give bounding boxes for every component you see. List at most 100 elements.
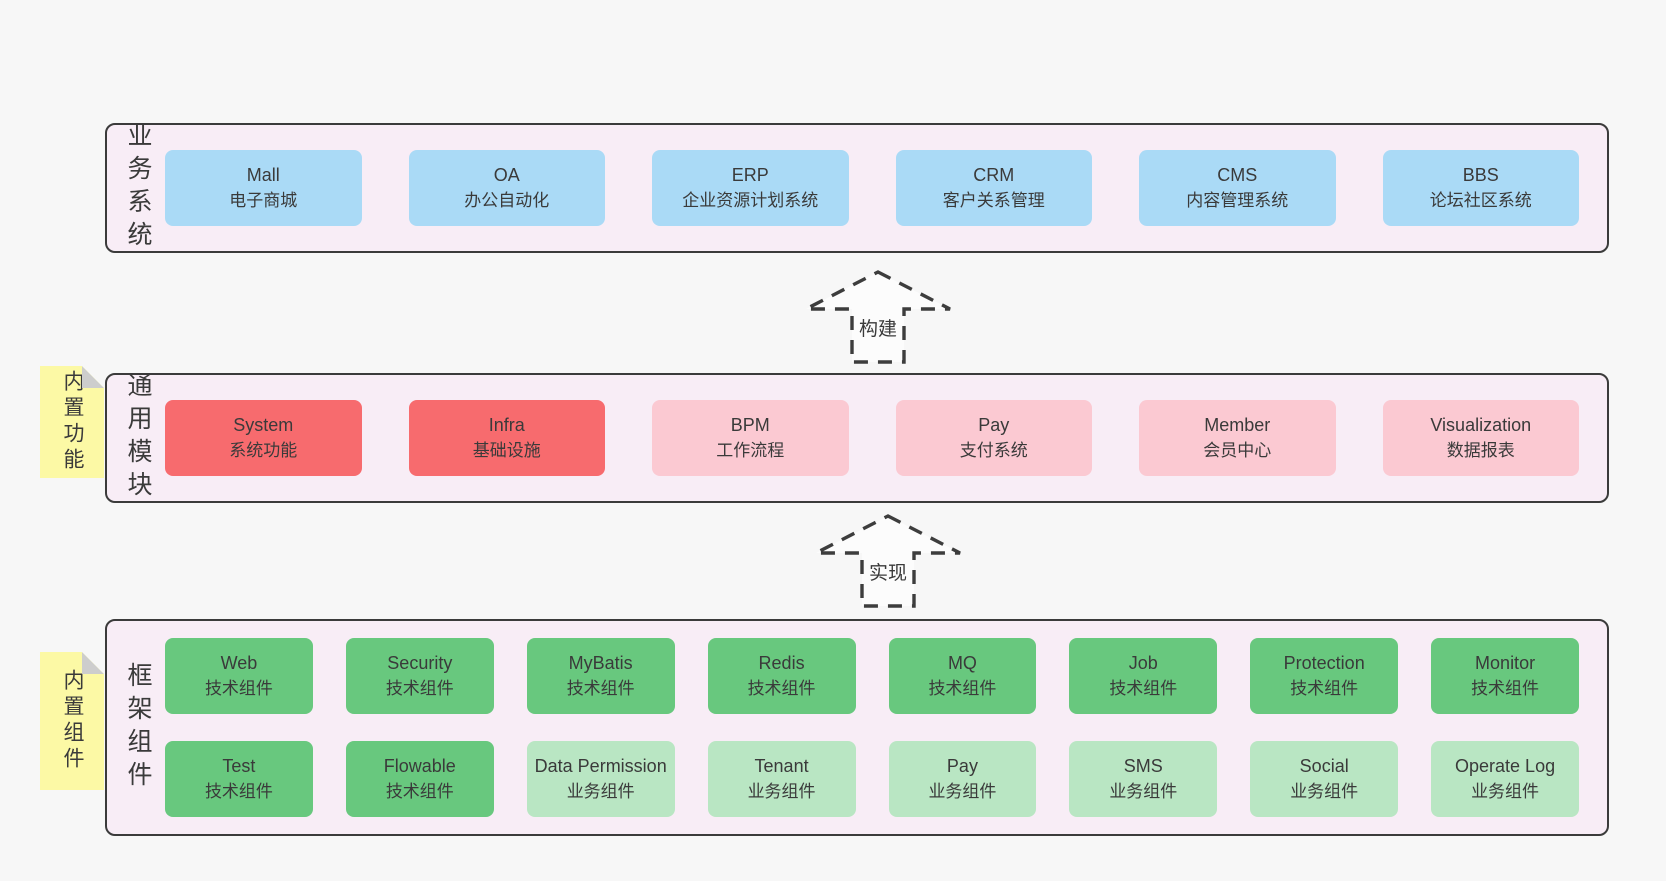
module-name-en: Social bbox=[1299, 756, 1349, 777]
note-fold-icon bbox=[82, 652, 104, 674]
module-name-en: MyBatis bbox=[568, 653, 633, 674]
module-box-mybatis: MyBatis 技术组件 bbox=[526, 638, 675, 714]
module-name-en: Operate Log bbox=[1455, 756, 1556, 777]
module-name-zh: 业务组件 bbox=[747, 781, 816, 801]
module-box-oa: OA 办公自动化 bbox=[408, 150, 605, 226]
module-name-en: Security bbox=[387, 653, 453, 674]
module-name-zh: 技术组件 bbox=[1471, 678, 1540, 698]
module-box-web: Web 技术组件 bbox=[165, 638, 313, 714]
note-fold-icon bbox=[82, 366, 104, 388]
implement-arrow: 实现 bbox=[813, 513, 963, 609]
module-name-en: OA bbox=[493, 165, 520, 186]
module-name-en: BBS bbox=[1462, 165, 1499, 186]
module-box-job: Job 技术组件 bbox=[1069, 638, 1218, 714]
module-box-operate-log: Operate Log 业务组件 bbox=[1431, 741, 1579, 817]
panel-framework-components: 框架组件 Web 技术组件 Security 技术组件 MyBatis 技术组件 Redis… bbox=[105, 619, 1609, 836]
module-name-zh: 技术组件 bbox=[204, 678, 273, 698]
module-box-infra: Infra 基础设施 bbox=[408, 400, 605, 476]
module-box-test: Test 技术组件 bbox=[165, 741, 313, 817]
module-name-en: CRM bbox=[973, 165, 1015, 186]
panel-common-modules-label: 通用模块 bbox=[124, 372, 152, 504]
module-name-zh: 技术组件 bbox=[385, 678, 454, 698]
module-name-zh: 业务组件 bbox=[1471, 781, 1540, 801]
module-name-en: Redis bbox=[758, 653, 805, 674]
module-name-en: Member bbox=[1204, 415, 1271, 436]
module-box-mall: Mall 电子商城 bbox=[165, 150, 362, 226]
module-name-zh: 基础设施 bbox=[472, 440, 541, 460]
module-name-zh: 电子商城 bbox=[229, 190, 298, 210]
module-box-crm: CRM 客户关系管理 bbox=[895, 150, 1092, 226]
module-box-mq: MQ 技术组件 bbox=[888, 638, 1037, 714]
module-name-en: Test bbox=[222, 756, 256, 777]
module-name-en: MQ bbox=[947, 653, 977, 674]
sticky-note-built-in-components: 内置组件 bbox=[40, 652, 104, 790]
module-name-en: Pay bbox=[946, 756, 978, 777]
module-name-zh: 论坛社区系统 bbox=[1429, 190, 1532, 210]
module-name-zh: 技术组件 bbox=[928, 678, 997, 698]
module-box-member: Member 会员中心 bbox=[1139, 400, 1336, 476]
module-name-en: SMS bbox=[1123, 756, 1163, 777]
module-name-zh: 系统功能 bbox=[229, 440, 298, 460]
sticky-note-built-in-features-text: 内置功能 bbox=[61, 370, 84, 474]
module-name-zh: 技术组件 bbox=[566, 678, 635, 698]
module-name-en: Infra bbox=[488, 415, 525, 436]
module-name-zh: 业务组件 bbox=[928, 781, 997, 801]
module-name-zh: 办公自动化 bbox=[464, 190, 550, 210]
business-systems-rows: Mall 电子商城 OA 办公自动化 ERP 企业资源计划系统 CRM 客户关系管理 CMS 内容… bbox=[165, 125, 1579, 251]
module-name-zh: 内容管理系统 bbox=[1186, 190, 1289, 210]
dashed-up-arrow-icon bbox=[805, 270, 951, 364]
module-box-bbs: BBS 论坛社区系统 bbox=[1382, 150, 1579, 226]
module-name-en: ERP bbox=[731, 165, 769, 186]
module-name-en: CMS bbox=[1217, 165, 1258, 186]
module-name-en: Flowable bbox=[383, 756, 456, 777]
module-name-zh: 技术组件 bbox=[204, 781, 273, 801]
module-box-pay: Pay 业务组件 bbox=[888, 741, 1037, 817]
panel-framework-components-label: 框架组件 bbox=[124, 661, 152, 794]
dashed-up-arrow-icon bbox=[815, 514, 961, 608]
module-name-en: System bbox=[233, 415, 294, 436]
build-arrow: 构建 bbox=[803, 269, 953, 365]
module-name-en: Tenant bbox=[754, 756, 809, 777]
module-name-zh: 工作流程 bbox=[716, 440, 785, 460]
business-systems-row: Mall 电子商城 OA 办公自动化 ERP 企业资源计划系统 CRM 客户关系管理 CMS 内容… bbox=[165, 150, 1579, 226]
module-name-zh: 技术组件 bbox=[1290, 678, 1359, 698]
module-name-zh: 业务组件 bbox=[566, 781, 635, 801]
sticky-note-built-in-features: 内置功能 bbox=[40, 366, 104, 478]
module-name-zh: 技术组件 bbox=[1109, 678, 1178, 698]
module-box-cms: CMS 内容管理系统 bbox=[1139, 150, 1336, 226]
module-name-en: Visualization bbox=[1430, 415, 1532, 436]
build-arrow-label: 构建 bbox=[858, 319, 897, 340]
module-name-zh: 技术组件 bbox=[385, 781, 454, 801]
module-box-data-permission: Data Permission 业务组件 bbox=[526, 741, 675, 817]
module-name-en: Web bbox=[220, 653, 258, 674]
module-name-en: Mall bbox=[246, 165, 280, 186]
module-name-zh: 会员中心 bbox=[1203, 440, 1272, 460]
module-box-protection: Protection 技术组件 bbox=[1250, 638, 1399, 714]
module-name-en: Protection bbox=[1283, 653, 1365, 674]
module-box-flowable: Flowable 技术组件 bbox=[345, 741, 494, 817]
sticky-note-built-in-components-text: 内置组件 bbox=[61, 669, 84, 773]
module-box-tenant: Tenant 业务组件 bbox=[707, 741, 856, 817]
module-box-erp: ERP 企业资源计划系统 bbox=[652, 150, 849, 226]
module-name-zh: 客户关系管理 bbox=[942, 190, 1045, 210]
module-name-en: Monitor bbox=[1475, 653, 1536, 674]
module-name-zh: 业务组件 bbox=[1109, 781, 1178, 801]
module-box-system: System 系统功能 bbox=[165, 400, 362, 476]
module-box-sms: SMS 业务组件 bbox=[1069, 741, 1218, 817]
module-box-monitor: Monitor 技术组件 bbox=[1431, 638, 1579, 714]
module-name-zh: 企业资源计划系统 bbox=[682, 190, 819, 210]
module-name-en: Data Permission bbox=[534, 756, 667, 777]
module-name-zh: 支付系统 bbox=[959, 440, 1028, 460]
module-box-security: Security 技术组件 bbox=[345, 638, 494, 714]
module-name-en: Job bbox=[1128, 653, 1158, 674]
